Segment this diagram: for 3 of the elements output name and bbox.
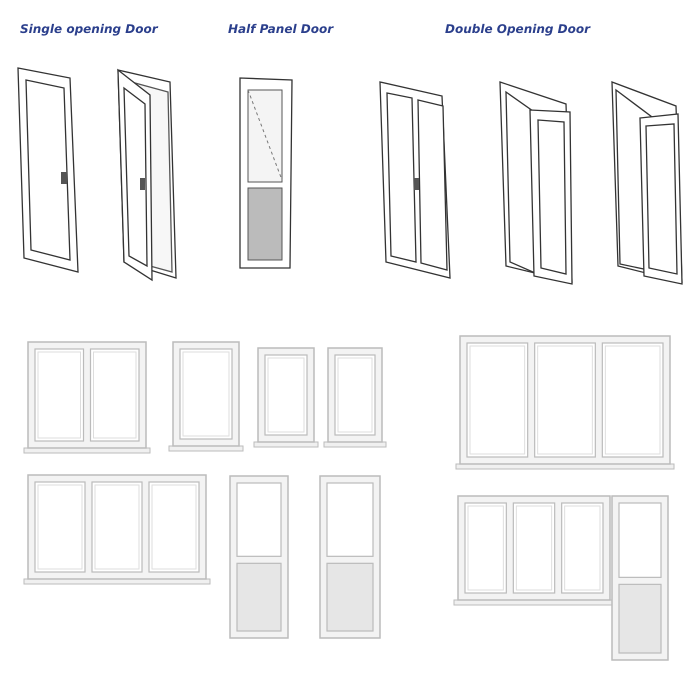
door-type-heading: Half Panel Door — [228, 22, 334, 36]
door-type-heading: Double Opening Door — [445, 22, 590, 36]
door-type-heading: Single opening Door — [20, 22, 158, 36]
